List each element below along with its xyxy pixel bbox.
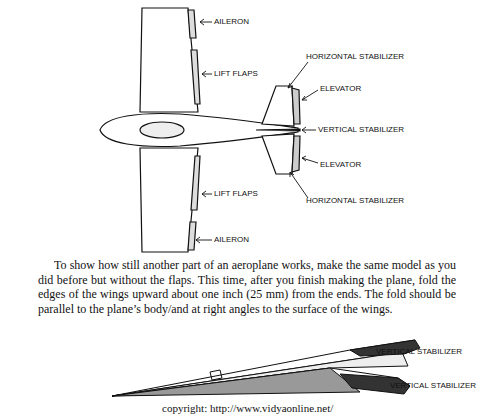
paper-aeroplane bbox=[112, 340, 420, 396]
part-label: HORIZONTAL STABILIZER bbox=[306, 52, 404, 62]
part-label: HORIZONTAL STABILIZER bbox=[306, 196, 404, 206]
copyright-note: copyright: http://www.vidyaonline.net/ bbox=[162, 402, 333, 415]
part-label: ELEVATOR bbox=[320, 84, 361, 94]
aeroplane-top-view bbox=[100, 8, 300, 252]
part-label: VERTICAL STABILIZER bbox=[390, 381, 476, 391]
part-label: VERTICAL STABILIZER bbox=[318, 125, 404, 135]
body-text: To show how still another part of an aer… bbox=[38, 258, 456, 316]
part-label: LIFT FLAPS bbox=[214, 69, 258, 79]
part-label: AILERON bbox=[214, 235, 249, 245]
part-label: ELEVATOR bbox=[320, 160, 361, 170]
part-label: AILERON bbox=[214, 17, 249, 27]
part-label: VERTICAL STABILIZER bbox=[376, 347, 462, 357]
part-label: LIFT FLAPS bbox=[214, 189, 258, 199]
